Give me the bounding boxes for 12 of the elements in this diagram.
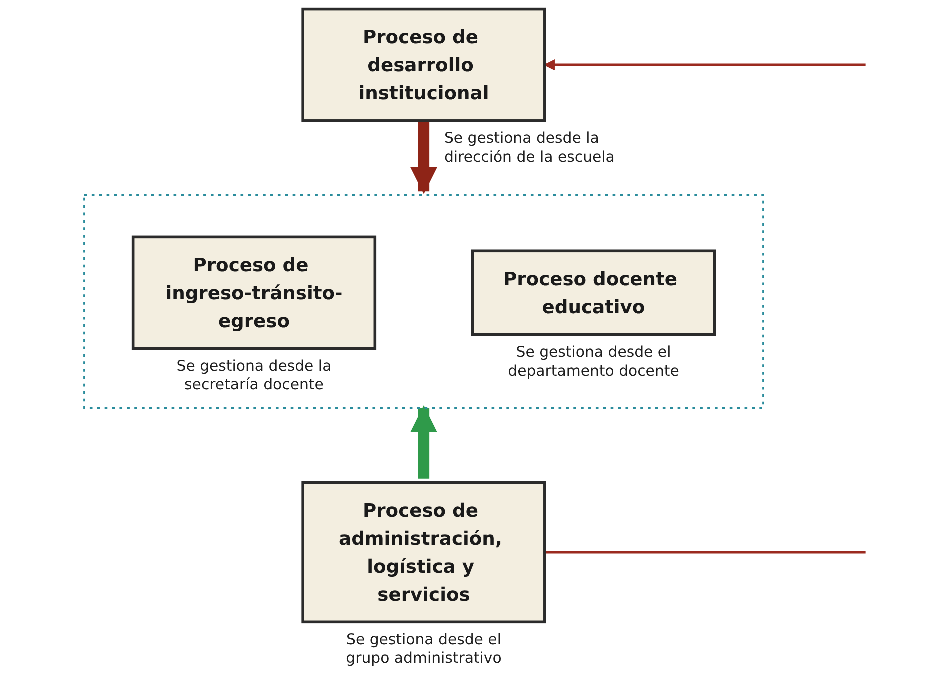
cluster (84, 194, 764, 410)
note-text: Se gestiona desde la secretaría docente (176, 357, 332, 394)
arrow (410, 120, 438, 194)
node-box: Proceso docente educativo (471, 250, 716, 336)
node-box: Proceso de desarrollo institucional (302, 8, 546, 122)
note-text: Se gestiona desde el departamento docente (508, 343, 680, 380)
note-text: Se gestiona desde el grupo administrativo (346, 630, 502, 668)
note-text: Se gestiona desde la dirección de la escuela (444, 129, 615, 166)
node-box: Proceso de administración, logística y servicios (302, 481, 546, 624)
connector-line (544, 551, 866, 554)
node-box: Proceso de ingreso-tránsito-egreso (132, 236, 377, 350)
arrow (410, 406, 438, 479)
